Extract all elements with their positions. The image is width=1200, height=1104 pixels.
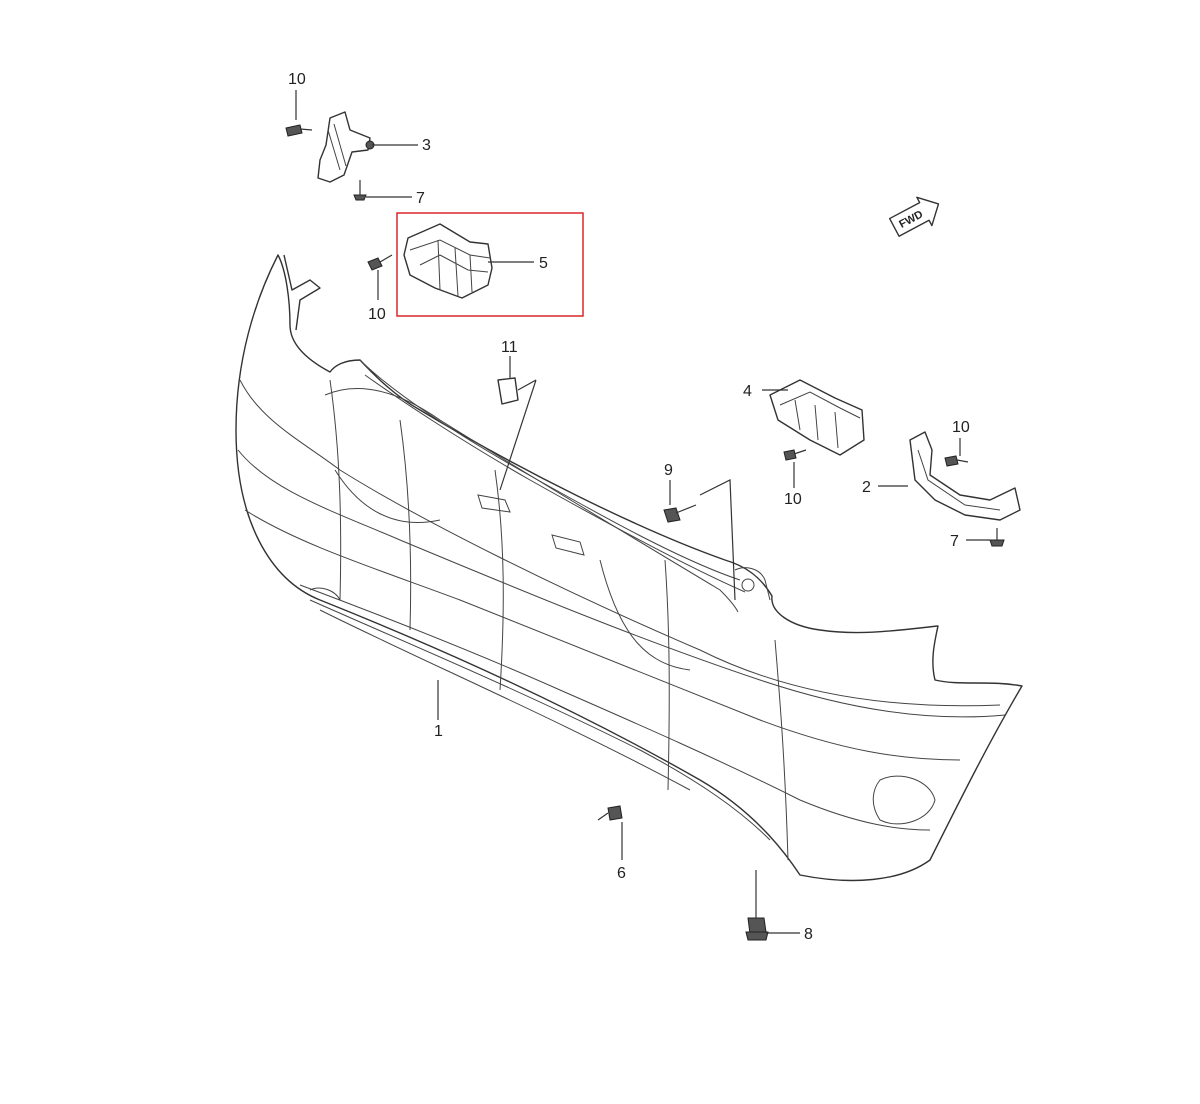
callout-11: 11 [501,339,518,356]
fasteners [285,124,1005,941]
callout-7-top: 7 [416,190,425,207]
callout-10-side: 10 [952,419,970,436]
callout-6: 6 [617,865,626,882]
highlight-box [396,212,584,317]
callout-10-top: 10 [288,71,306,88]
bracket-part-2 [909,431,1021,521]
callout-8: 8 [804,926,813,943]
callout-10-mid: 10 [368,306,386,323]
callout-9: 9 [664,462,673,479]
fwd-arrow: FWD [888,196,940,237]
callout-labels: 10 3 7 10 5 11 4 9 10 10 2 7 1 6 8 [288,71,970,943]
callout-10-right: 10 [784,491,802,508]
bracket-part-4 [769,379,865,456]
callout-4: 4 [743,383,752,400]
bracket-part-3 [317,111,375,183]
leader-lines [295,90,990,934]
callout-7-side: 7 [950,533,959,550]
callout-3: 3 [422,137,431,154]
callout-5: 5 [539,255,548,272]
callout-1: 1 [434,723,443,740]
callout-2: 2 [862,479,871,496]
bumper-cover [235,254,1023,882]
bracket-part-5 [403,223,493,299]
